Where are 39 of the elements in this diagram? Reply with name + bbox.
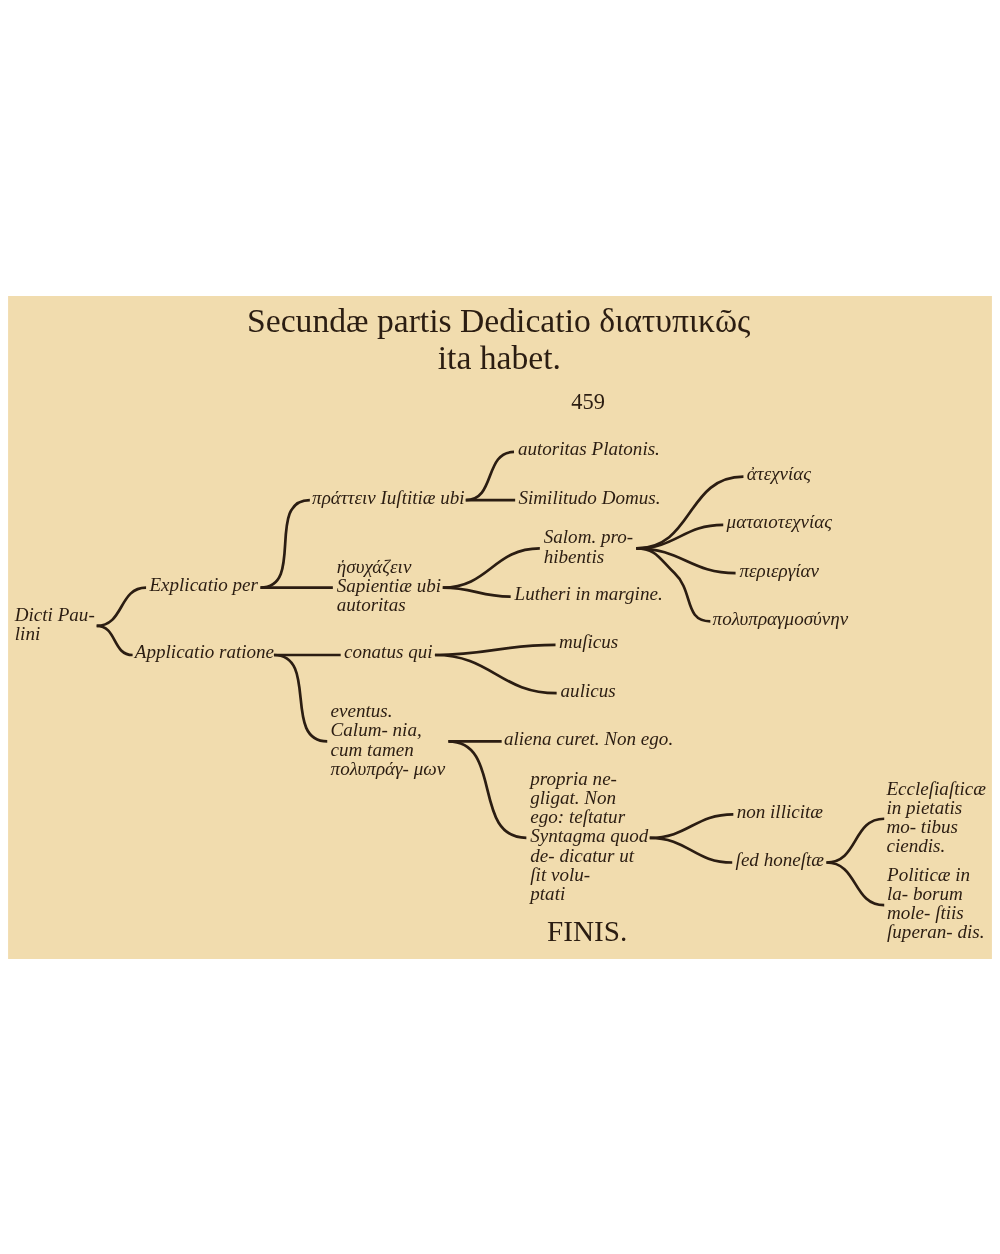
label: 459 <box>571 388 605 414</box>
node-text: Applicatio ratione <box>134 640 275 662</box>
node-text: περιεργίαν <box>739 559 819 581</box>
node-text: Dicti Pau- lini <box>14 603 95 644</box>
connector <box>96 585 147 627</box>
node-text: eventus. Calum- nia, cum tamen πολυπράγ- μων <box>330 699 446 779</box>
connector <box>273 653 328 743</box>
connector <box>465 450 515 501</box>
node-text: aliena curet. Non ego. <box>503 727 674 749</box>
node-text: Similitudo Domus. <box>518 486 661 508</box>
node-text: ματαιοτεχνίας <box>726 510 833 532</box>
node-text: ἡσυχάζειν Sapientiæ ubi autoritas <box>336 555 442 615</box>
connector <box>434 653 557 694</box>
node-text: Salom. pro- hibentis <box>543 525 634 567</box>
node-text: aulicus <box>560 679 616 701</box>
node-text: propria ne- gligat. Non ego: teſtatur Syntagma quod de- dicatur ut ſit volu- ptati <box>530 767 649 904</box>
node-text: Lutheri in margine. <box>514 582 663 604</box>
node-text: ἀτεχνίας <box>746 462 812 484</box>
connector <box>826 860 885 906</box>
connector <box>260 585 333 589</box>
connector <box>442 585 511 598</box>
connector <box>96 624 133 656</box>
node-text: Politicæ in la- borum mole- ſtiis ſuperan- dis. <box>887 863 985 942</box>
connector <box>448 739 527 839</box>
node-text: Eccleſiaſticæ in pietatis mo- tibus ciendis. <box>886 777 986 856</box>
diagram-title: Secundæ partis Dedicatio διατυπικῶς ita habet. <box>247 301 751 376</box>
node-text: conatus qui <box>344 640 433 662</box>
node-text: non illicitæ <box>736 800 824 822</box>
node-text: πολυπραγμοσύνην <box>712 607 849 629</box>
node-text: ſed honeſtæ <box>735 848 825 870</box>
connector <box>465 498 516 501</box>
label: FINIS. <box>547 914 628 947</box>
node-text: Explicatio per <box>149 573 258 595</box>
connector <box>649 812 734 839</box>
connector <box>636 546 711 623</box>
node-text: πράττειν Iuſtitiæ ubi <box>312 486 465 508</box>
node-text: muſicus <box>558 630 619 652</box>
node-text: autoritas Platonis. <box>517 437 660 459</box>
connector <box>649 836 733 864</box>
